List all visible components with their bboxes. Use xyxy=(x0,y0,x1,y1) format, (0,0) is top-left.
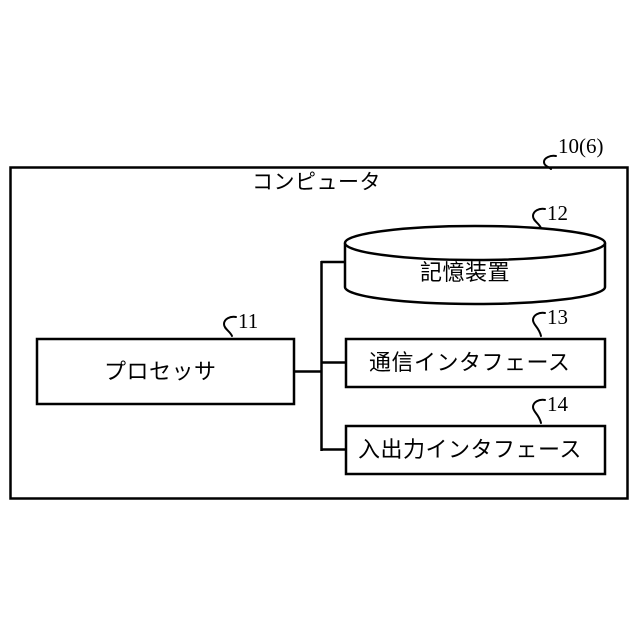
leader-hook-12 xyxy=(531,207,546,229)
processor-box xyxy=(35,337,296,406)
communication-interface-label: 通信インタフェース xyxy=(369,350,571,375)
reference-number-13: 13 xyxy=(547,305,568,329)
reference-number-10: 10(6) xyxy=(558,134,604,158)
reference-number-12: 12 xyxy=(547,201,568,225)
leader-hook-14 xyxy=(531,398,546,424)
storage-device-label: 記憶装置 xyxy=(420,260,511,285)
communication-interface-box xyxy=(344,337,607,389)
computer-frame-title: コンピュータ xyxy=(252,171,381,194)
leader-hook-13 xyxy=(531,311,546,337)
storage-device-cylinder xyxy=(343,224,607,306)
io-interface-label: 入出力インタフェース xyxy=(358,437,582,462)
leader-hook-10 xyxy=(542,154,557,170)
processor-label: プロセッサ xyxy=(104,359,217,384)
reference-number-11: 11 xyxy=(238,309,259,333)
io-interface-box xyxy=(344,424,607,476)
reference-number-14: 14 xyxy=(547,392,568,416)
computer-frame xyxy=(9,166,629,500)
leader-hook-11 xyxy=(222,315,237,337)
